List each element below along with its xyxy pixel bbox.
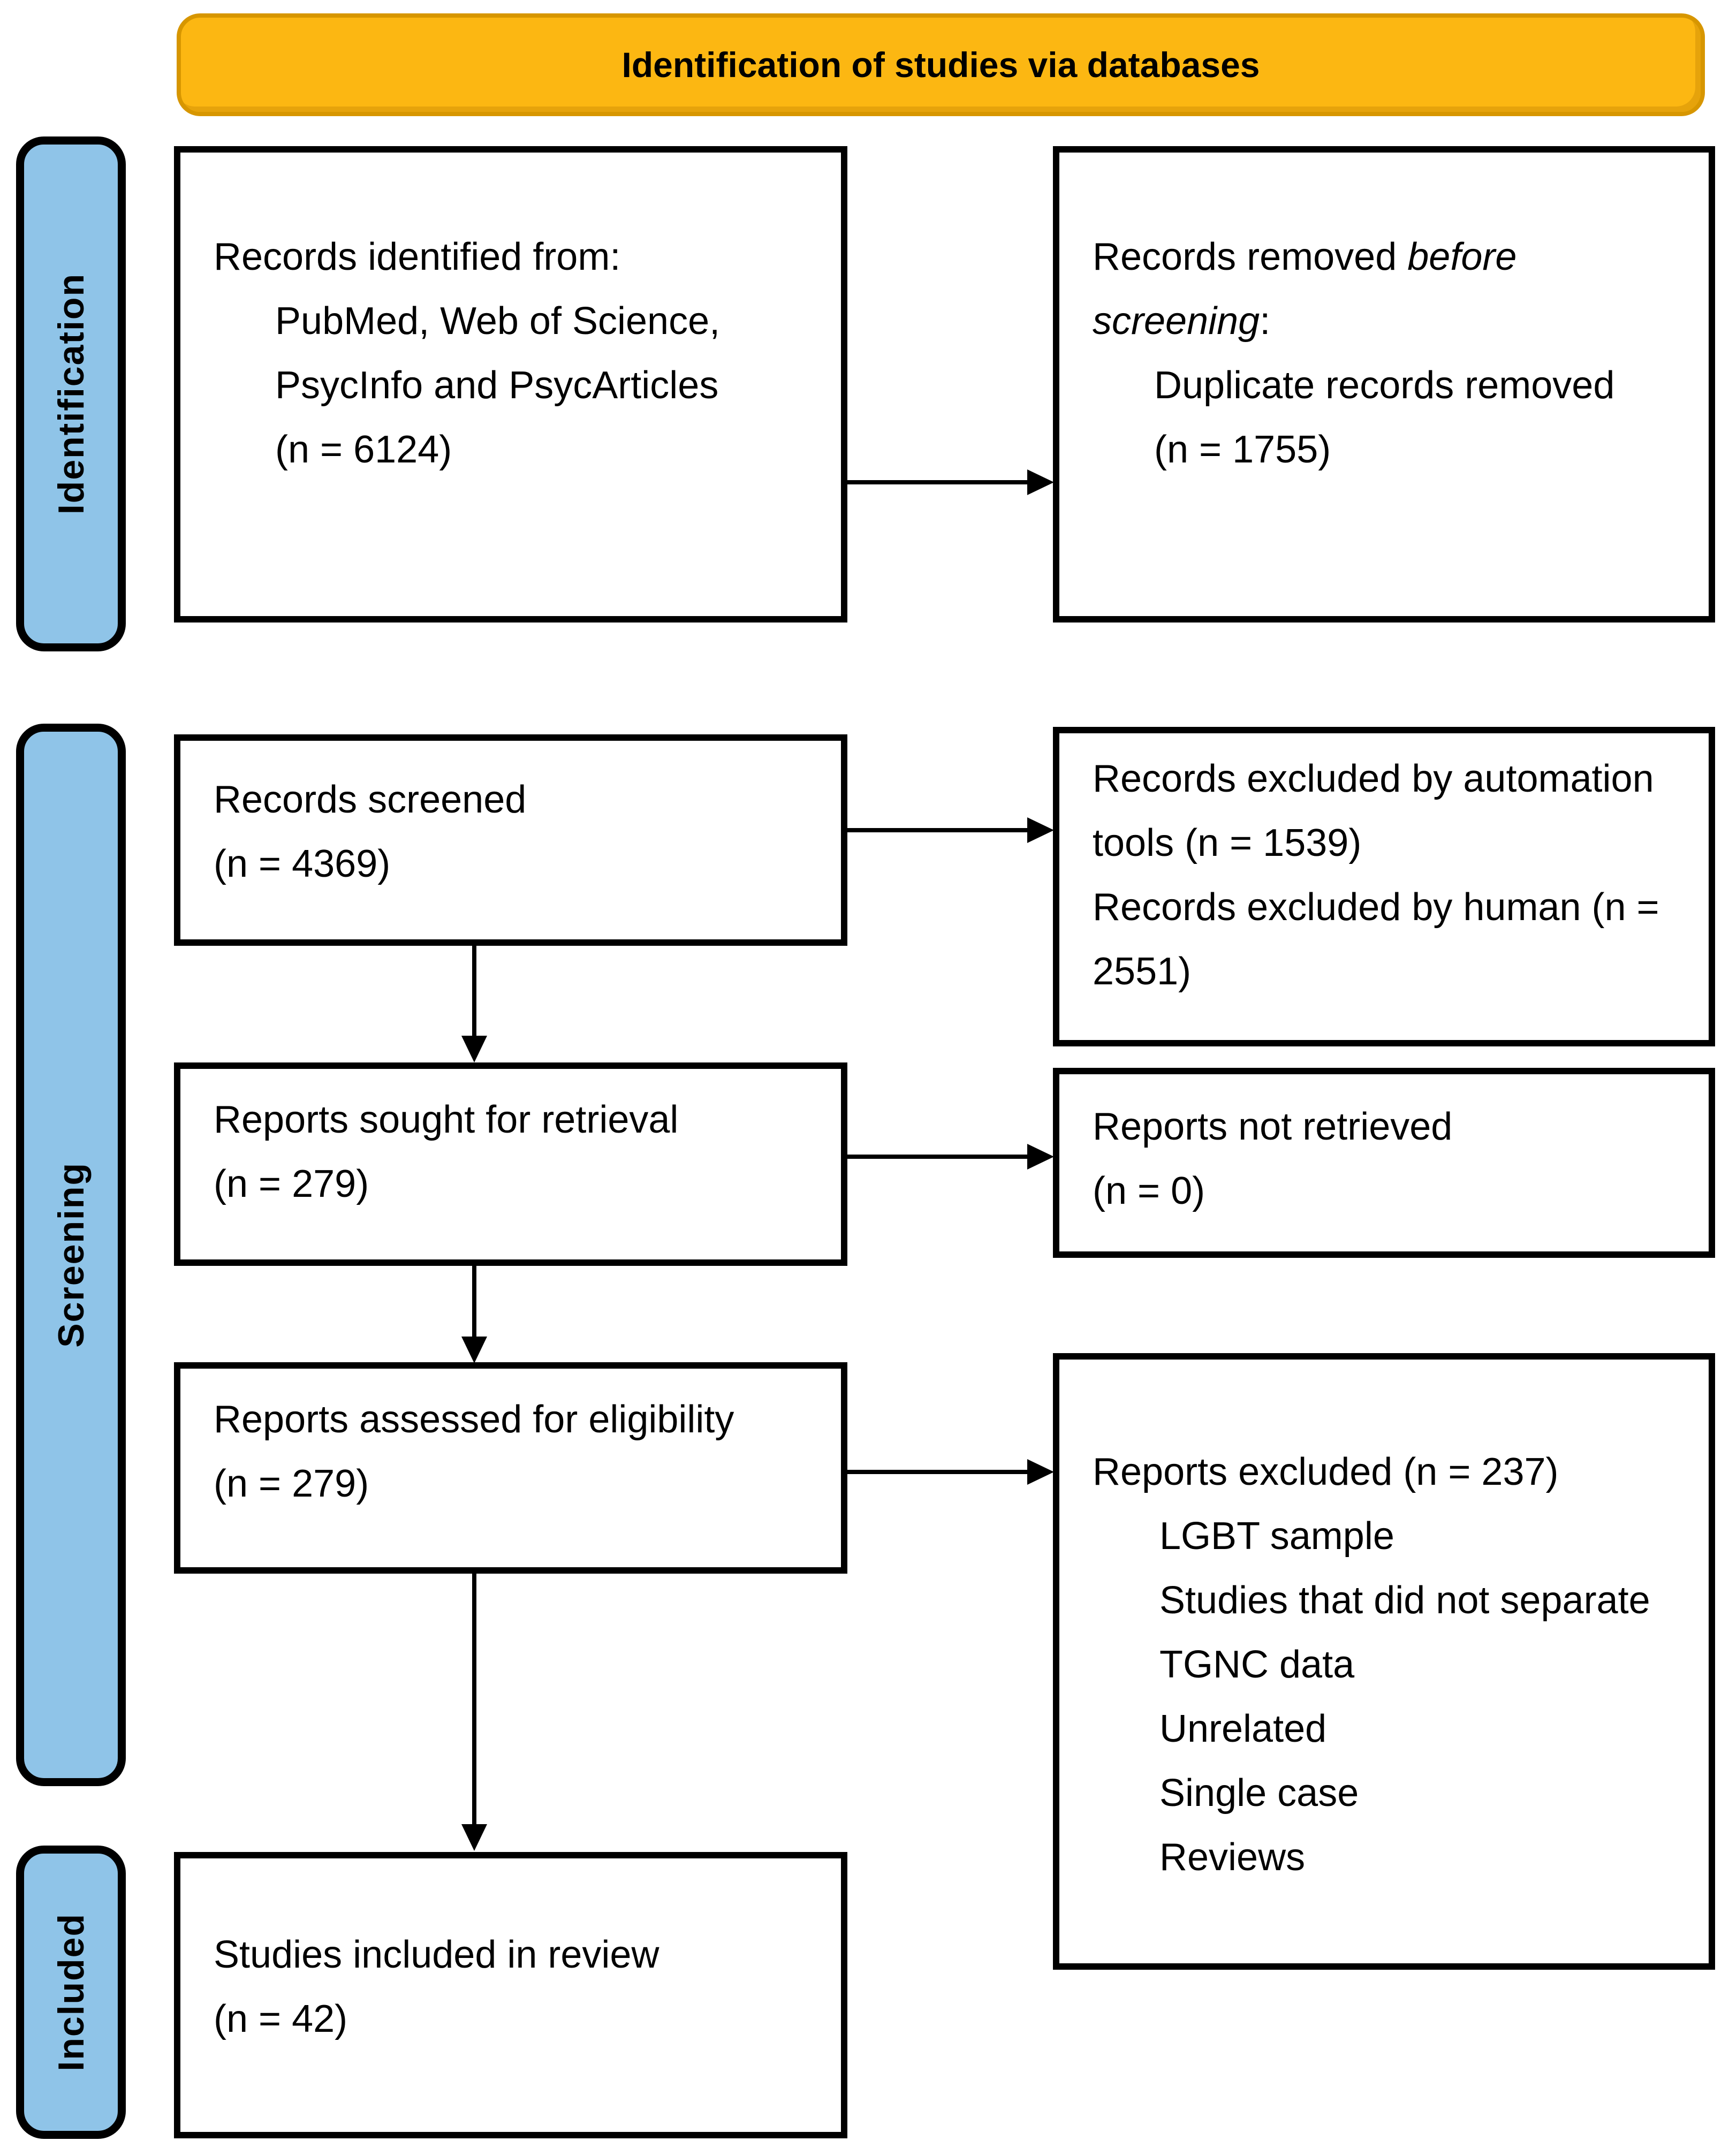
sidebar-included-label: Included [50,1913,92,2071]
reports-sought-text: Reports sought for retrieval (n = 279) [214,1098,679,1205]
studies-included-box: Studies included in review (n = 42) [174,1852,847,2138]
header-banner: Identification of studies via databases [177,13,1705,116]
records-removed-head-italic1: before [1407,236,1517,278]
arrow-sought-to-assessed [472,1266,476,1337]
sidebar-identification: Identification [16,136,126,651]
records-removed-details: Duplicate records removed (n = 1755) [1154,364,1615,471]
sidebar-screening: Screening [16,724,126,1786]
records-excluded-text: Records excluded by automation tools (n … [1093,757,1659,993]
arrow-screened-to-excluded [847,828,1027,832]
records-removed-head-pre: Records removed [1093,236,1397,278]
reports-not-retrieved-text: Reports not retrieved (n = 0) [1093,1105,1453,1212]
records-identified-head: Records identified from: [214,236,621,278]
records-removed-head-italic2: screening [1093,300,1260,343]
reports-sought-box: Reports sought for retrieval (n = 279) [174,1062,847,1266]
reports-excluded-head: Reports excluded (n = 237) [1093,1451,1559,1493]
records-screened-text: Records screened (n = 4369) [214,778,527,885]
sidebar-identification-label: Identification [50,273,92,515]
reports-assessed-text: Reports assessed for eligibility (n = 27… [214,1398,734,1505]
arrow-assessed-to-reports-excluded [847,1470,1027,1474]
arrow-sought-to-not-retrieved [847,1155,1027,1159]
records-identified-details: PubMed, Web of Science, PsycInfo and Psy… [275,300,721,471]
reports-assessed-box: Reports assessed for eligibility (n = 27… [174,1362,847,1574]
records-removed-head: Records removed before screening: [1093,225,1675,353]
arrow-assessed-to-included [472,1574,476,1824]
arrow-identified-to-removed [847,480,1027,484]
records-removed-box: Records removed before screening: Duplica… [1053,146,1715,622]
records-screened-box: Records screened (n = 4369) [174,734,847,946]
records-removed-head-post: : [1260,300,1271,343]
header-title: Identification of studies via databases [621,45,1260,85]
reports-excluded-details: LGBT sample Studies that did not separat… [1159,1515,1650,1879]
studies-included-text: Studies included in review (n = 42) [214,1933,659,2040]
sidebar-included: Included [16,1846,126,2139]
reports-excluded-box: Reports excluded (n = 237) LGBT sample S… [1053,1353,1715,1970]
records-identified-box: Records identified from: PubMed, Web of … [174,146,847,622]
records-excluded-box: Records excluded by automation tools (n … [1053,727,1715,1046]
arrow-screened-to-sought [472,944,476,1036]
sidebar-screening-label: Screening [50,1162,92,1348]
reports-not-retrieved-box: Reports not retrieved (n = 0) [1053,1068,1715,1258]
